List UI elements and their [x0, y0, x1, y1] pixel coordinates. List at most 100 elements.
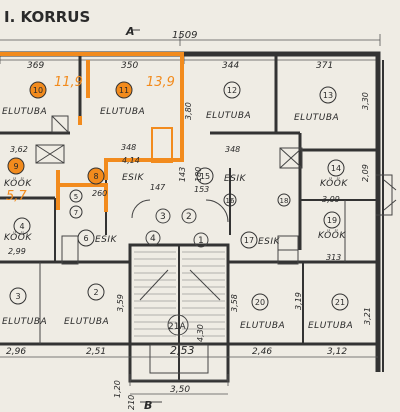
room-label-11: ELUTUBA: [100, 107, 145, 117]
small-room-circle-5: [69, 189, 83, 203]
room-label-12: ELUTUBA: [206, 111, 251, 121]
dim-153: 153: [194, 185, 209, 194]
stair-marks: 4 1 3 2 21A: [145, 208, 209, 336]
room-number-10: 10: [33, 86, 43, 95]
dimension-top-segment-3: 344: [222, 61, 239, 71]
room-number-11: 11: [119, 86, 129, 95]
dim-319: 3,19: [294, 292, 303, 310]
section-marker-b: B: [140, 399, 162, 412]
room-circle-19: [323, 211, 341, 229]
room-label-15: ESIK: [224, 174, 247, 184]
room-label-4: KÖÖK: [4, 232, 32, 243]
dim-430: 4,30: [196, 324, 205, 342]
room-circle-3: [9, 287, 27, 305]
dim-209: 2,09: [361, 164, 370, 182]
room-label-21: ELUTUBA: [308, 321, 353, 331]
dim-348-left: 348: [121, 143, 136, 152]
small-room-circle-7: [69, 205, 83, 219]
dim-147: 147: [150, 183, 166, 192]
dim-362: 3,62: [10, 145, 28, 154]
room-number-3: 3: [15, 292, 20, 301]
plan-title: I. KORRUS: [4, 8, 90, 26]
room-circle-14: [327, 159, 345, 177]
room-label-2: ELUTUBA: [64, 317, 109, 327]
sink-left: [35, 144, 65, 164]
room-number-17: 17: [244, 236, 254, 245]
dimension-top-total: 1509: [0, 30, 381, 46]
room-labels: ELUTUBA ELUTUBA ELUTUBA ELUTUBA KÖÖK ESIK ESIK…: [2, 107, 353, 331]
dim-120: 1,20: [113, 380, 122, 398]
section-label-b: B: [144, 399, 152, 412]
room-number-13: 13: [323, 91, 333, 100]
stair-mark-21a: 21A: [168, 322, 186, 332]
dim-358: 3,58: [230, 294, 239, 312]
room-label-17: ESIK: [258, 237, 281, 247]
dim-299: 2,99: [8, 247, 26, 256]
area-room-10: 11,9: [54, 75, 83, 90]
dimension-top-segment-2: 350: [121, 61, 138, 71]
room-number-2: 2: [93, 288, 98, 297]
small-room-circle-18: [277, 193, 291, 207]
room-circle-13: [319, 86, 337, 104]
room-number-20: 20: [255, 298, 265, 307]
room-number-6: 6: [83, 234, 88, 243]
room-label-3: ELUTUBA: [2, 317, 47, 327]
room-label-6: ESIK: [95, 235, 118, 245]
dimension-bottom-4: 2,46: [252, 347, 272, 357]
dim-260: 260: [92, 189, 107, 198]
room-circle-12: [223, 81, 241, 99]
room-label-20: ELUTUBA: [240, 321, 285, 331]
interior-dimensions: 3,62 348 4,14 348 3,80 147 143 153 180 2…: [8, 92, 372, 410]
area-room-11: 13,9: [146, 75, 175, 90]
dim-348-right: 348: [225, 145, 240, 154]
dim-359: 3,59: [116, 294, 125, 312]
room-circle-15: [196, 167, 214, 185]
dim-414: 4,14: [122, 156, 140, 165]
small-room-number-5: 5: [74, 193, 78, 201]
room-number-19: 19: [327, 216, 337, 225]
small-room-number-16: 16: [226, 197, 235, 205]
room-label-13: ELUTUBA: [294, 113, 339, 123]
stove-lower-left: [61, 235, 79, 265]
room-label-8: ESIK: [122, 173, 145, 183]
room-circle-8: [87, 167, 105, 185]
stair-mark-4: 4: [150, 234, 156, 244]
room-circle-10: [29, 81, 47, 99]
section-label-a: A: [125, 25, 135, 38]
dimension-bottom-3: 2,53: [170, 344, 195, 357]
dim-143: 143: [178, 167, 187, 182]
area-room-5: 5,7: [6, 189, 27, 204]
room-circle-21: [331, 293, 349, 311]
door-swing-15: [205, 199, 229, 223]
highlighted-apartment: [0, 52, 184, 212]
small-room-number-7: 7: [74, 209, 78, 217]
staircase: [128, 243, 230, 383]
room-number-15: 15: [200, 172, 210, 181]
room-number-9: 9: [13, 162, 18, 171]
stair-mark-3: 3: [160, 212, 166, 222]
door-swing-8: [131, 199, 151, 219]
room-circle-20: [251, 293, 269, 311]
stair-mark-1: 1: [198, 236, 204, 246]
dim-180: 180: [194, 167, 203, 182]
room-label-14: KÖÖK: [320, 178, 348, 189]
room-number-12: 12: [227, 86, 237, 95]
room-number-14: 14: [331, 164, 341, 173]
dimension-bottom-1: 2,96: [6, 347, 26, 357]
small-room-number-18: 18: [280, 197, 289, 205]
room-number-4: 4: [19, 222, 24, 231]
dim-380: 3,80: [184, 102, 193, 120]
stair-mark-2: 2: [186, 212, 192, 222]
dim-321: 3,21: [363, 307, 372, 325]
room-label-10: ELUTUBA: [2, 107, 47, 117]
room-number-21: 21: [335, 298, 345, 307]
dim-330: 3,30: [361, 92, 370, 110]
room-label-19: KÖÖK: [318, 230, 346, 241]
room-circle-9: [7, 157, 25, 175]
dimension-top-segment-4: 371: [316, 61, 333, 71]
section-marker-a: A: [125, 25, 140, 38]
room-circle-17: [240, 231, 258, 249]
room-circle-6: [77, 229, 95, 247]
